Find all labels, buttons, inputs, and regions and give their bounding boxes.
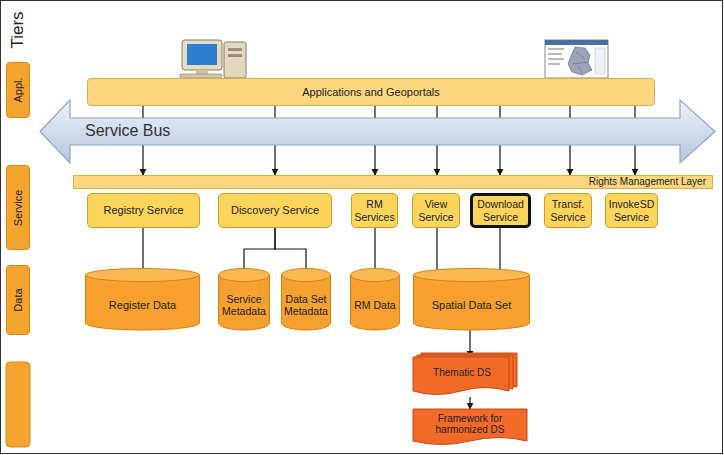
node-text: Rights Management Layer: [589, 176, 706, 188]
node-text: Service Bus: [85, 122, 170, 140]
connector-arrow: [274, 145, 275, 175]
connector-line: [436, 106, 437, 118]
cylinder-top: [282, 269, 331, 282]
connector-line: [142, 228, 143, 268]
node-text: Service Metadata: [221, 293, 267, 317]
node-text: Register Data: [109, 299, 176, 312]
service-box-highlighted: Download Service: [470, 193, 531, 228]
application-bar: Applications and Geoportals: [87, 78, 655, 106]
node-text: Applications and Geoportals: [302, 86, 440, 99]
connector-line: [436, 228, 437, 270]
data-cylinder: Spatial Data Set: [413, 268, 530, 330]
tier-box: Appl.: [6, 62, 30, 118]
connector-line: [499, 228, 500, 270]
data-cylinder: Register Data: [85, 268, 200, 330]
node-text: RM Data: [354, 299, 395, 311]
cylinder-body: [86, 275, 200, 330]
document-sheet: [413, 357, 509, 395]
connector-line: [374, 228, 375, 268]
empty-tier-box: [6, 362, 30, 447]
node-text: Registry Service: [103, 204, 183, 217]
node-text: Discovery Service: [231, 204, 319, 217]
connector-arrow: [569, 145, 570, 175]
service-box: RM Services: [351, 193, 398, 228]
node-text: Data: [12, 288, 25, 311]
connector-arrow: [634, 145, 635, 175]
node-text: Service: [12, 189, 25, 226]
node-text: Appl.: [12, 77, 25, 102]
data-cylinder: Data Set Metadata: [281, 268, 331, 330]
tier-box: Data: [6, 265, 30, 335]
node-text: Download Service: [476, 198, 525, 222]
connector-arrow: [499, 145, 500, 175]
service-box: View Service: [412, 193, 460, 228]
connector-line: [499, 106, 500, 118]
connector-arrow: [436, 145, 437, 175]
service-bus-arrow: Service Bus: [70, 118, 680, 145]
node-text: Transf. Service: [548, 198, 588, 222]
node-text: Thematic DS: [433, 367, 491, 379]
tier-heading: Tiers: [8, 11, 28, 48]
service-box: Registry Service: [87, 193, 200, 228]
node-text: View Service: [416, 198, 456, 222]
connector-line: [374, 106, 375, 118]
document-shape: Framework for harmonized DS: [413, 409, 527, 447]
node-text: Data Set Metadata: [284, 293, 328, 317]
map-icon: [545, 40, 608, 78]
rights-layer-bar: Rights Management Layer: [73, 175, 713, 189]
cylinder-body: [282, 275, 331, 330]
cylinder-body: [219, 275, 270, 330]
cylinder-top: [219, 269, 270, 282]
service-box: Transf. Service: [544, 193, 592, 228]
data-cylinder: Service Metadata: [218, 268, 270, 330]
data-cylinder: RM Data: [350, 268, 400, 330]
connector-line: [634, 106, 635, 118]
service-box: InvokeSD Service: [605, 193, 658, 228]
cylinder-top: [414, 269, 530, 282]
connector-arrow: [142, 145, 143, 175]
cylinder-body: [414, 275, 530, 330]
document-stack: Thematic DS: [413, 357, 517, 397]
document-sheet: [413, 409, 527, 445]
node-text: Framework for harmonized DS: [417, 413, 523, 436]
tier-box: Service: [6, 165, 30, 250]
computer-icon: [180, 40, 246, 78]
connector-line: [275, 228, 306, 268]
connector-arrow: [469, 397, 470, 409]
connector-line: [142, 106, 143, 118]
bus-arrow-shape: [40, 100, 715, 163]
connector-line: [274, 106, 275, 118]
cylinder-top: [351, 269, 400, 282]
node-text: InvokeSD Service: [609, 198, 655, 222]
connector-line: [244, 228, 275, 268]
connector-line: [569, 106, 570, 118]
cylinder-body: [351, 275, 400, 330]
node-text: Spatial Data Set: [432, 299, 512, 312]
cylinder-top: [86, 269, 200, 282]
node-text: RM Services: [354, 198, 394, 222]
connector-arrow: [374, 145, 375, 175]
service-box: Discovery Service: [218, 193, 332, 228]
